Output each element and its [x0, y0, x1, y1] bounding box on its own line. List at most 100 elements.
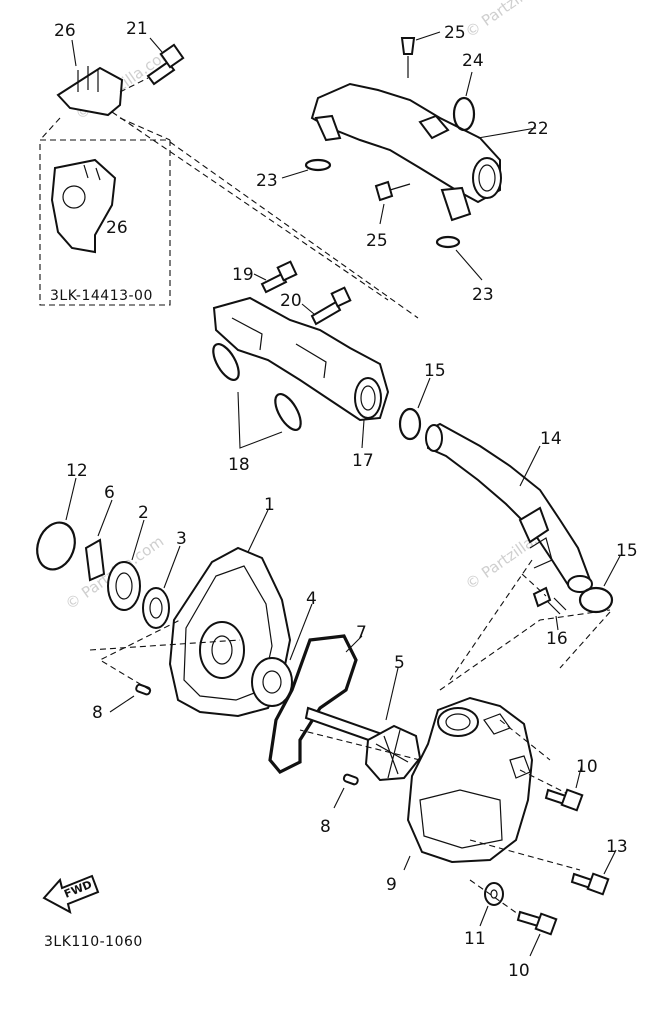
housing-link-lines: [439, 609, 611, 691]
bolt-16-shank: [547, 597, 567, 615]
cover-link-lines: [98, 619, 181, 691]
bolt-25-top: [400, 37, 416, 55]
leader-9: [403, 855, 411, 871]
leader-7: [345, 635, 363, 653]
callout-2: 2: [138, 503, 149, 523]
cover-to-housing-lines: [89, 639, 421, 761]
pipe-22-boss: [418, 114, 450, 140]
leader-8-left: [109, 695, 135, 713]
inset-link-lines: [39, 117, 171, 141]
callout-15-lower: 15: [616, 541, 638, 561]
callout-23-left: 23: [256, 171, 278, 191]
bolt-21-head: [159, 43, 185, 69]
leader-12: [65, 477, 77, 521]
pipe-14-inlet: [425, 424, 443, 452]
housing-17-assembly: 17 19 20 18: [212, 260, 390, 475]
callout-3: 3: [176, 529, 187, 549]
callout-11: 11: [464, 929, 486, 949]
leader-15-lower: [603, 555, 621, 587]
fwd-arrow-icon: [42, 874, 100, 914]
impeller-seal-4-bore: [262, 670, 282, 694]
callout-18: 18: [228, 455, 250, 475]
bearing-2: [107, 561, 141, 611]
bearing-2-bore: [115, 572, 133, 600]
inset-box: 26 3LK-14413-00: [39, 117, 171, 306]
bolt-16-head: [532, 586, 552, 608]
callout-7: 7: [356, 623, 367, 643]
dowel-pin-8-left: [135, 683, 152, 696]
pump-housing-9-assembly: 9: [89, 609, 611, 895]
leader-23-left: [281, 169, 309, 179]
callout-8-left: 8: [92, 703, 103, 723]
leader-11: [479, 905, 489, 927]
o-ring-24: [452, 96, 476, 132]
leader-18: [237, 391, 283, 449]
leader-2: [131, 519, 145, 561]
leader-3: [163, 545, 181, 589]
callout-24: 24: [462, 51, 484, 71]
o-ring-15-upper: [398, 407, 422, 441]
seal-6: [84, 538, 106, 582]
o-ring-18-left: [212, 343, 240, 381]
bolt-13-head: [586, 872, 610, 896]
diagram-code: 3LK110-1060: [44, 934, 143, 950]
pump-cover-1-bore: [211, 635, 233, 665]
pipe-14-link-lines: [449, 559, 611, 681]
pipe-22-outlet: [472, 157, 502, 199]
callout-21: 21: [126, 19, 148, 39]
gasket-7: [268, 634, 358, 774]
housing-fasteners: 10 13 11 10: [464, 757, 628, 981]
callout-10-lower: 10: [508, 961, 530, 981]
bolt-25-lower: [374, 180, 394, 202]
inset-border: [39, 139, 171, 306]
dowel-pin-8-right: [342, 773, 359, 786]
leader-20: [301, 303, 315, 315]
bracket-26: [56, 66, 124, 117]
callout-15-upper: 15: [424, 361, 446, 381]
callout-10-upper: 10: [576, 757, 598, 777]
leader-25-top: [415, 31, 441, 41]
callout-1: 1: [264, 495, 275, 515]
impeller-shaft-5: 5 8: [304, 653, 422, 837]
bolt-16-axis: [521, 573, 547, 597]
bolt-20-shank: [310, 300, 342, 326]
pipe-22-assembly: 22 25 24 23 25 23: [256, 23, 549, 305]
o-ring-23-right: [435, 235, 461, 249]
housing-17-ports: [231, 317, 327, 379]
callout-13: 13: [606, 837, 628, 857]
impeller-seal-4: [251, 657, 293, 707]
inset-part-number: 3LK-14413-00: [50, 288, 153, 304]
seal-3-bore: [149, 597, 163, 619]
leader-24: [465, 71, 473, 97]
leader-1: [247, 509, 269, 553]
leader-6: [97, 499, 113, 537]
watermark-top-right: © Partzilla.com: [462, 0, 567, 41]
assembly-link-lines-top: [111, 111, 419, 319]
bolt-20-head: [330, 286, 352, 308]
leader-16: [555, 615, 559, 631]
callout-4: 4: [306, 589, 317, 609]
impeller-5-vanes: [375, 729, 409, 779]
leader-21: [149, 37, 163, 53]
circlip-12: [36, 521, 76, 571]
pipe-14-bracket: [518, 506, 550, 544]
housing-17-outlet: [354, 377, 382, 419]
bolt-19-head: [276, 260, 298, 282]
bolt-10-lower-head: [534, 912, 558, 936]
housing-17-outlet-bore: [360, 385, 376, 411]
o-ring-23-left: [304, 158, 332, 172]
leader-10-lower: [529, 933, 541, 957]
leader-23-right: [455, 249, 483, 281]
pump-housing-9-flange: [419, 789, 503, 849]
bracket-26-studs: [77, 66, 99, 92]
o-ring-18-right: [274, 393, 302, 431]
o-ring-15-lower: [578, 586, 614, 614]
leader-17: [361, 419, 365, 449]
pipe-22-spigot-bottom: [440, 186, 472, 222]
pipe-14-assembly: 15 14 15 16: [398, 361, 638, 681]
callout-22: 22: [527, 119, 549, 139]
bracket-alt-hole: [62, 185, 86, 209]
leader-25-lower: [379, 203, 385, 225]
leader-4: [289, 603, 313, 661]
callout-12: 12: [66, 461, 88, 481]
